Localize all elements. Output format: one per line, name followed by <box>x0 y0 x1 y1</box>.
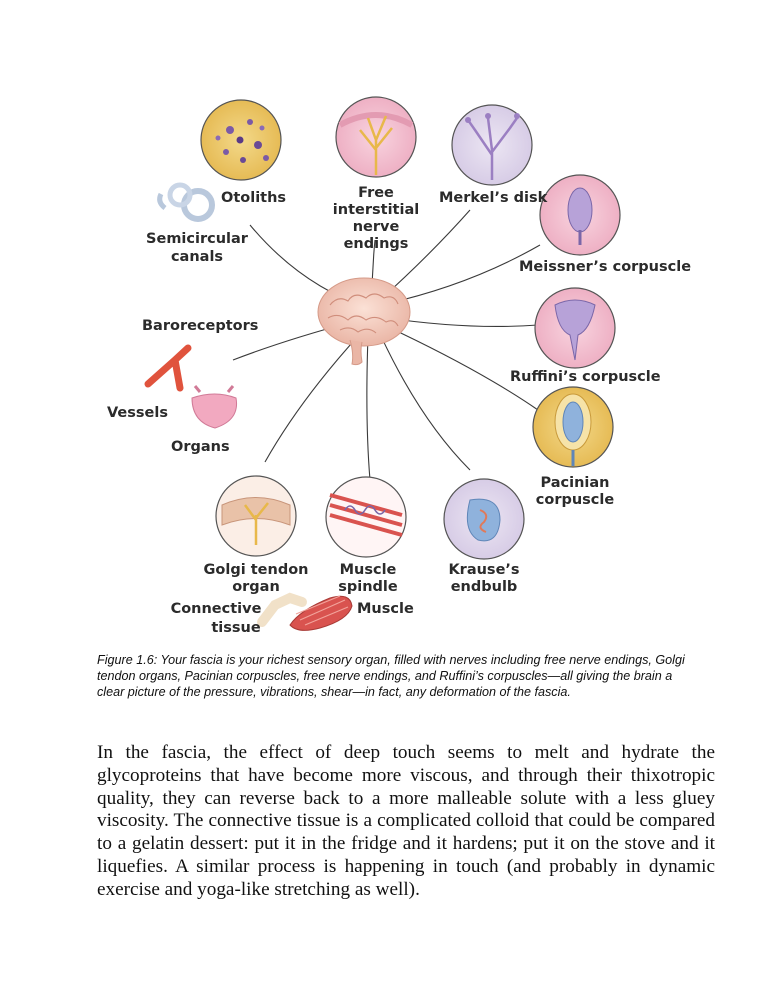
label-free-line1: Free <box>358 185 394 201</box>
label-muscle: Muscle <box>357 601 414 617</box>
label-organs: Organs <box>171 439 230 455</box>
ruffinis-corpuscle-illustration <box>534 287 616 369</box>
label-otoliths: Otoliths <box>221 190 286 206</box>
figure-labels: Otoliths Free interstitial nerve endings… <box>107 185 691 636</box>
label-pacinian-line1: Pacinian <box>541 475 610 491</box>
label-krause-line2: endbulb <box>451 579 518 595</box>
organs-illustration <box>191 385 238 429</box>
connective-muscle-illustration <box>257 592 353 631</box>
brain-illustration <box>317 277 411 366</box>
body-paragraph: In the fascia, the effect of deep touch … <box>97 742 715 900</box>
label-meissners-corpuscle: Meissner’s corpuscle <box>519 259 691 275</box>
semicircular-canals-illustration <box>157 182 215 222</box>
label-semicircular-line2: canals <box>171 249 223 265</box>
label-merkels-disk: Merkel’s disk <box>439 190 548 206</box>
label-vessels: Vessels <box>107 405 168 421</box>
label-free-line3: nerve <box>353 219 400 235</box>
label-free-line2: interstitial <box>333 202 419 218</box>
label-baroreceptors: Baroreceptors <box>142 318 258 334</box>
label-spindle-line2: spindle <box>338 579 398 595</box>
label-golgi-line1: Golgi tendon <box>204 562 309 578</box>
label-pacinian-line2: corpuscle <box>536 492 615 508</box>
krauses-endbulb-illustration <box>443 478 525 560</box>
label-golgi-line2: organ <box>232 579 280 595</box>
muscle-spindle-illustration <box>325 476 407 558</box>
figure-caption: Figure 1.6: Your fascia is your richest … <box>97 653 685 699</box>
pacinian-corpuscle-illustration <box>532 386 614 468</box>
sensory-organ-figure: Otoliths Free interstitial nerve endings… <box>107 96 691 636</box>
otoliths-illustration <box>200 99 282 181</box>
meissners-corpuscle-illustration <box>539 174 621 256</box>
label-krause-line1: Krause’s <box>448 562 519 578</box>
label-spindle-line1: Muscle <box>340 562 397 578</box>
vessels-illustration <box>144 344 192 392</box>
label-semicircular-line1: Semicircular <box>146 231 249 247</box>
merkels-disk-illustration <box>451 104 533 186</box>
label-free-line4: endings <box>344 236 409 252</box>
label-connective-line2: tissue <box>211 620 260 636</box>
golgi-tendon-organ-illustration <box>215 475 297 557</box>
free-nerve-endings-illustration <box>335 96 417 178</box>
label-connective-line1: Connective <box>171 601 262 617</box>
label-ruffinis-corpuscle: Ruffini’s corpuscle <box>510 369 661 385</box>
